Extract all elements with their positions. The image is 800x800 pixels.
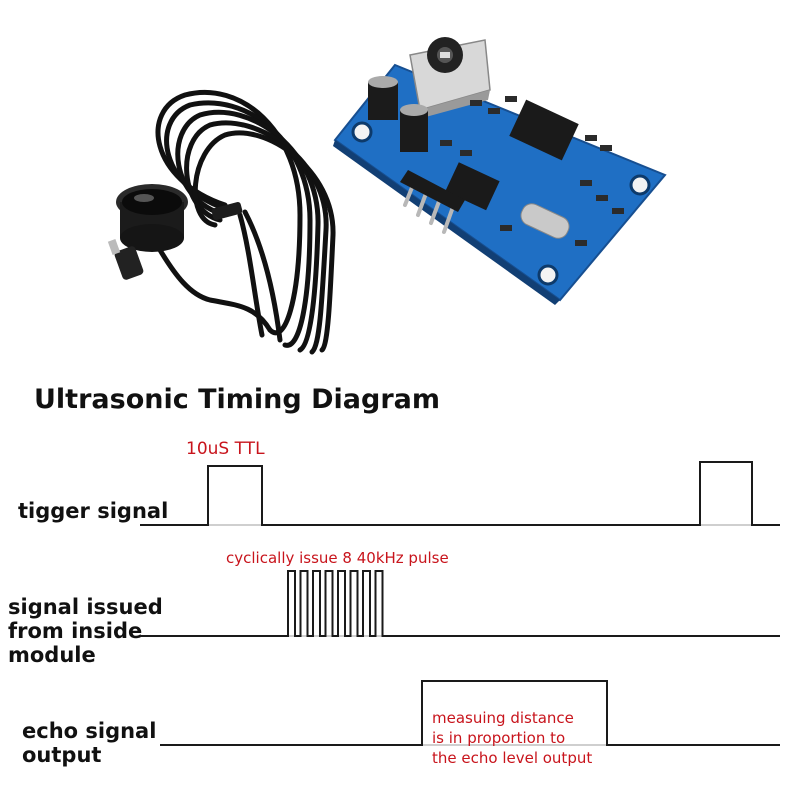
echo-note-line-2: is in proportion to <box>432 729 565 747</box>
diagram-title: Ultrasonic Timing Diagram <box>34 384 440 415</box>
capacitors <box>368 76 428 152</box>
internal-label-line-3: module <box>8 643 96 667</box>
probe-plug <box>107 239 144 280</box>
internal-note: cyclically issue 8 40kHz pulse <box>226 549 449 567</box>
sensor-probe-image <box>107 89 336 355</box>
trigger-label: tigger signal <box>18 499 168 523</box>
trigger-note: 10uS TTL <box>186 439 265 459</box>
trigger-waveform <box>140 461 780 526</box>
internal-burst-waveform <box>140 570 780 637</box>
internal-label-line-2: from inside <box>8 619 142 643</box>
internal-label-line-1: signal issued <box>8 595 163 619</box>
pcb-module-image <box>333 37 667 305</box>
echo-label-line-2: output <box>22 743 101 767</box>
echo-label-line-1: echo signal <box>22 719 156 743</box>
echo-note-line-3: the echo level output <box>432 749 592 767</box>
transducer-head <box>116 184 188 252</box>
echo-waveform <box>160 680 780 746</box>
echo-note-line-1: measuing distance <box>432 709 574 727</box>
probe-connector <box>409 37 491 118</box>
